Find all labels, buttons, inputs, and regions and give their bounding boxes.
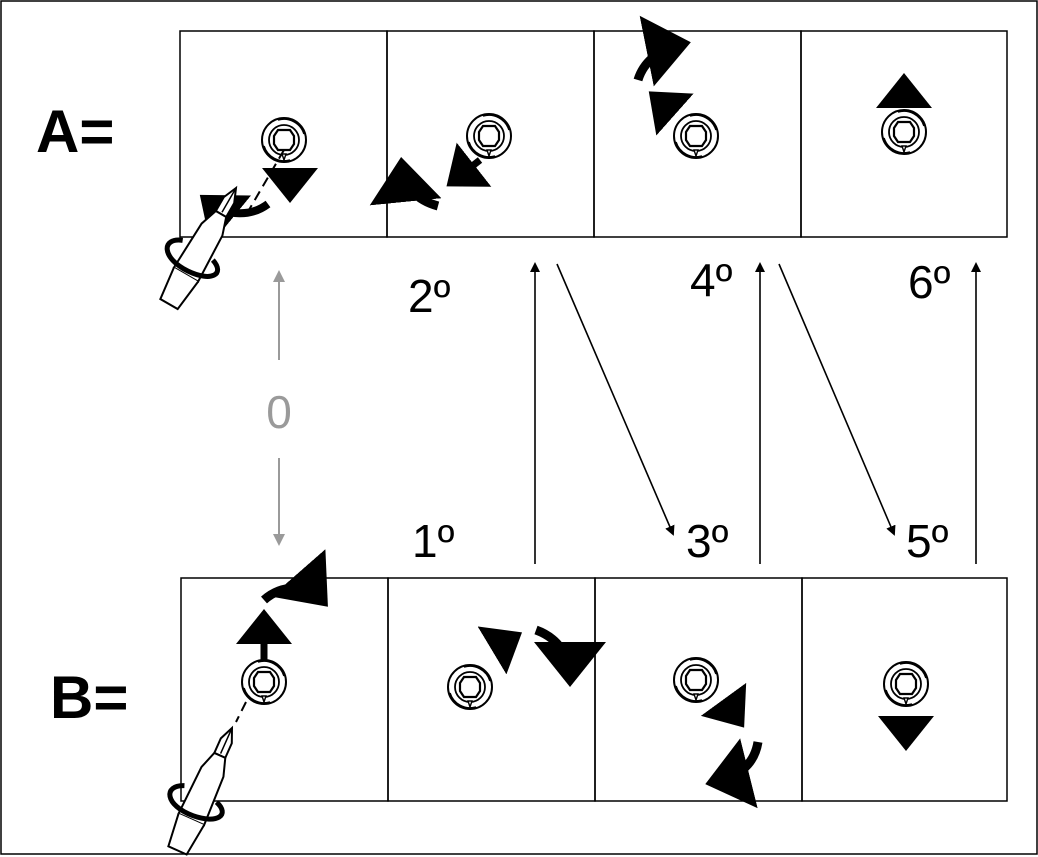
rotate-arrow-icon (261, 549, 328, 607)
rotate-arrow-icon (633, 15, 691, 87)
push-arrow-icon (648, 91, 694, 136)
panel-a2-content (369, 112, 513, 211)
screw-head-icon (465, 112, 513, 160)
arrow-4-to-5 (778, 263, 896, 536)
screw-head-icon (672, 656, 720, 704)
panel-a4-content (876, 73, 932, 156)
screwdriver-icon (143, 173, 259, 317)
push-arrow-icon (477, 626, 523, 675)
panel-b4-content (878, 660, 934, 751)
screw-head-icon (882, 660, 930, 708)
screw-head-icon (446, 663, 494, 711)
rotate-arrow-icon (199, 194, 271, 246)
push-arrow-icon (700, 682, 747, 728)
screw-head-icon (260, 116, 308, 164)
step-label-3: 3º (686, 515, 729, 567)
screwdriver-icon (150, 716, 256, 857)
step-label-2: 2º (408, 270, 451, 322)
step-label-6: 6º (908, 256, 951, 308)
row-b-panels (180, 577, 1008, 802)
sequence-arrows (530, 262, 981, 564)
push-arrow-icon (446, 142, 492, 187)
row-label-b: B= (50, 664, 128, 731)
screw-head-icon (240, 658, 288, 706)
zero-label: 0 (266, 386, 292, 438)
zero-indicator: 0 (266, 270, 292, 546)
row-label-a: A= (36, 98, 114, 165)
step-label-1: 1º (412, 515, 455, 567)
panel-b4 (801, 577, 1008, 802)
step-label-4: 4º (690, 254, 733, 306)
step-label-5: 5º (906, 515, 949, 567)
rotate-arrow-icon (533, 625, 606, 687)
rotate-arrow-icon (705, 738, 763, 809)
screw-head-icon (880, 108, 928, 156)
panel-a3-content (633, 15, 720, 160)
panel-b1-content (150, 549, 328, 857)
alignment-line (235, 701, 247, 723)
screw-head-icon (672, 112, 720, 160)
panel-b3-content (672, 656, 763, 809)
panel-a1-content (143, 116, 318, 317)
rotate-arrow-icon (369, 157, 442, 211)
panel-b2-content (446, 625, 606, 711)
panel-a4 (800, 30, 1008, 238)
row-a-panels (179, 30, 1008, 238)
arrow-2-to-3 (556, 263, 675, 536)
